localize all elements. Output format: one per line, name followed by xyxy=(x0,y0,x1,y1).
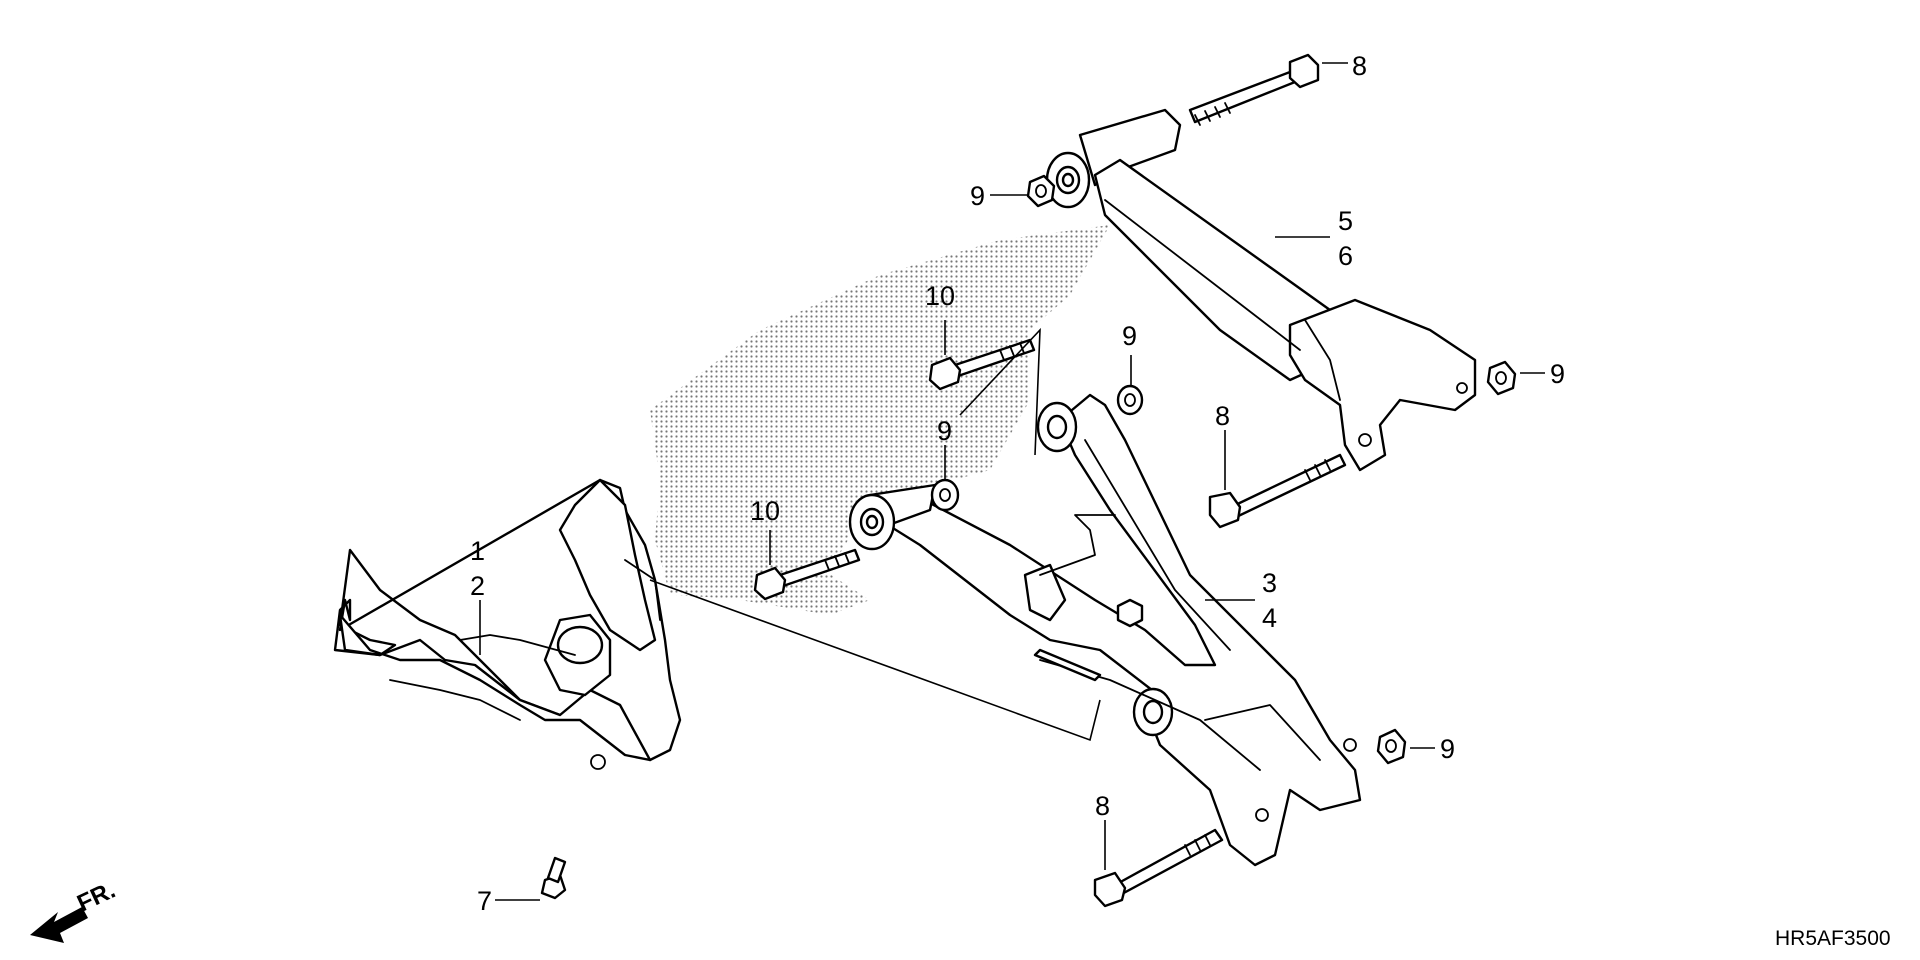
reference-lines xyxy=(649,327,1101,742)
callout-7: 7 xyxy=(477,886,492,916)
front-direction-indicator: FR. xyxy=(30,877,120,943)
bolt-10-upper xyxy=(928,338,1036,391)
callout-8-bottom: 8 xyxy=(1095,791,1110,821)
callout-labels: 1 2 3 4 5 6 7 8 8 8 9 9 9 9 9 10 10 xyxy=(470,51,1565,916)
bolt-8-bottom xyxy=(1093,828,1224,908)
callout-9-lower-right: 9 xyxy=(1440,734,1455,764)
upper-arm xyxy=(1045,108,1477,472)
nut-9-right xyxy=(1486,360,1517,396)
callout-10-lower: 10 xyxy=(750,496,780,526)
bolt-10-lower xyxy=(753,548,861,601)
nut-9-top-left xyxy=(1026,174,1056,208)
callout-6: 6 xyxy=(1338,241,1353,271)
front-arrow-icon xyxy=(30,907,88,943)
callout-9-center: 9 xyxy=(1122,321,1137,351)
bolt-8-top xyxy=(1188,53,1320,126)
bolt-7 xyxy=(540,856,567,900)
callout-3: 3 xyxy=(1262,568,1277,598)
callout-9-middle: 9 xyxy=(937,416,952,446)
nut-9-lower-right xyxy=(1376,728,1407,765)
skid-plate xyxy=(333,478,682,770)
nut-9-middle xyxy=(930,478,960,512)
leader-lines xyxy=(479,62,1545,901)
nut-9-center xyxy=(1116,384,1144,416)
callout-4: 4 xyxy=(1262,603,1277,633)
lower-arm xyxy=(848,393,1362,867)
callout-8-top: 8 xyxy=(1352,51,1367,81)
callout-1: 1 xyxy=(470,536,485,566)
callout-8-middle: 8 xyxy=(1215,401,1230,431)
callout-9-right: 9 xyxy=(1550,359,1565,389)
callout-2: 2 xyxy=(470,571,485,601)
bolt-8-middle xyxy=(1208,453,1347,529)
callout-10-upper: 10 xyxy=(925,281,955,311)
callout-5: 5 xyxy=(1338,206,1353,236)
callout-9-top-left: 9 xyxy=(970,181,985,211)
diagram-code: HR5AF3500 xyxy=(1775,927,1891,950)
